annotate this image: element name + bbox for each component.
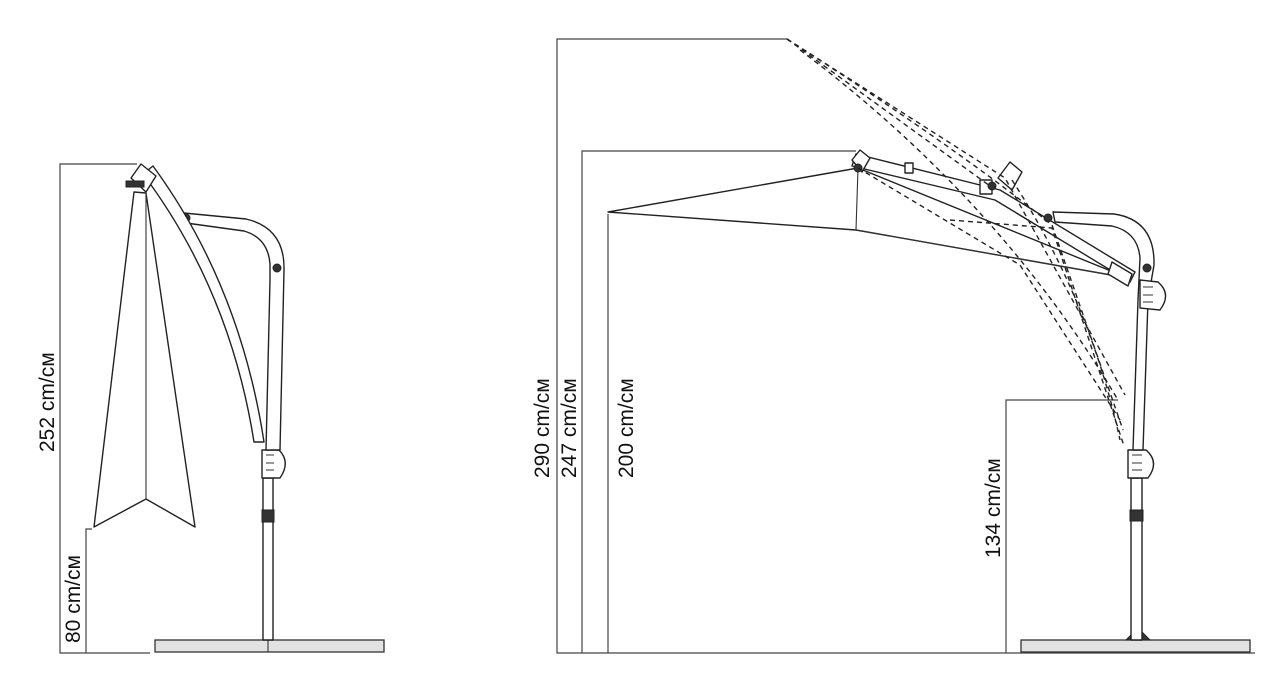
closed-height-dimension-line [59,163,150,654]
hub-cap [125,180,145,188]
upright-pivot [1142,263,1152,273]
alt-arm-position-2 [786,38,1126,396]
open-umbrella: 290 cm/см 247 cm/см 200 cm/см 134 cm/см [531,38,1255,654]
curved-arm [142,165,265,443]
main-pole [1130,477,1143,641]
tilt-hub [997,161,1023,191]
lowest-height-label: 134 cm/см [982,458,1005,558]
tilt-hub-pivot [987,181,997,191]
mid-height-dimension-line [581,150,856,653]
crank-handle-grip [266,454,274,471]
pole-clamp [1129,509,1144,522]
canopy-height-label: 200 cm/см [615,378,638,478]
arm-joint-3 [1043,213,1053,223]
max-height-dimension-line [556,38,1255,654]
alt-arm-position-3 [786,38,1124,431]
folded-canopy [93,191,196,528]
closed-height-label: 252 cm/см [36,352,59,452]
alt-arm-position-6 [949,219,1125,447]
upright-pivot [272,263,282,273]
arm-tip [1107,261,1133,287]
lower-crank-grip [1132,454,1142,471]
base-plate [1020,639,1251,653]
lowest-height-dimension-line [1005,399,1118,653]
arm-joint-1 [904,162,914,174]
mid-height-label: 247 cm/см [558,378,581,478]
canopy-rib [855,167,859,231]
upright-pole [1052,211,1155,451]
main-pole [262,477,274,641]
hem-height-label: 80 cm/см [62,555,85,643]
lower-crank [1127,449,1155,479]
alt-arm-position-1 [786,38,991,187]
base-plate [154,639,385,653]
hem-height-dimension-line [85,528,92,653]
closed-umbrella: 252 cm/см 80 cm/см [36,163,385,654]
canopy-lower-edge [855,229,1129,279]
upper-crank-grip [1143,286,1153,303]
pole-clamp [261,509,275,523]
max-height-label: 290 cm/см [531,378,554,478]
alt-arm-position-7 [1011,179,1121,441]
alt-arm-position-4 [799,49,1119,401]
crank-handle [261,449,286,479]
